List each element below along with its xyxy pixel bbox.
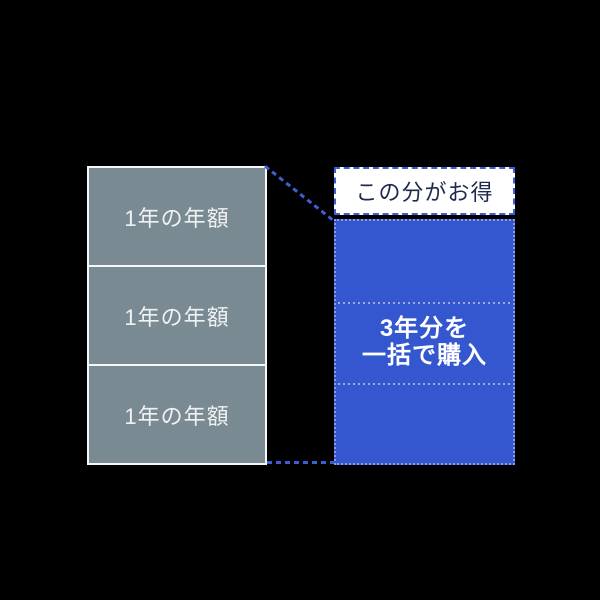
year-divider-line: [338, 302, 511, 304]
bundle-purchase-box: 3年分を 一括で購入: [334, 219, 515, 465]
bundle-label-line1: 3年分を: [379, 315, 470, 342]
annual-plan-column: 1年の年額 1年の年額 1年の年額: [87, 166, 267, 465]
annual-fee-box-year3: 1年の年額: [87, 364, 267, 465]
bundle-purchase-label: 3年分を 一括で購入: [362, 315, 487, 369]
annual-fee-box-year1: 1年の年額: [87, 166, 267, 267]
savings-callout: この分がお得: [334, 167, 515, 215]
annual-fee-label: 1年の年額: [124, 403, 230, 429]
connector-line-top: [264, 165, 334, 221]
connector-line-bottom: [267, 461, 334, 464]
annual-fee-label: 1年の年額: [124, 205, 230, 231]
bundle-label-line2: 一括で購入: [362, 342, 487, 369]
annual-fee-label: 1年の年額: [124, 304, 230, 330]
savings-callout-label: この分がお得: [355, 180, 494, 205]
year-divider-line: [338, 383, 511, 385]
annual-fee-box-year2: 1年の年額: [87, 265, 267, 366]
